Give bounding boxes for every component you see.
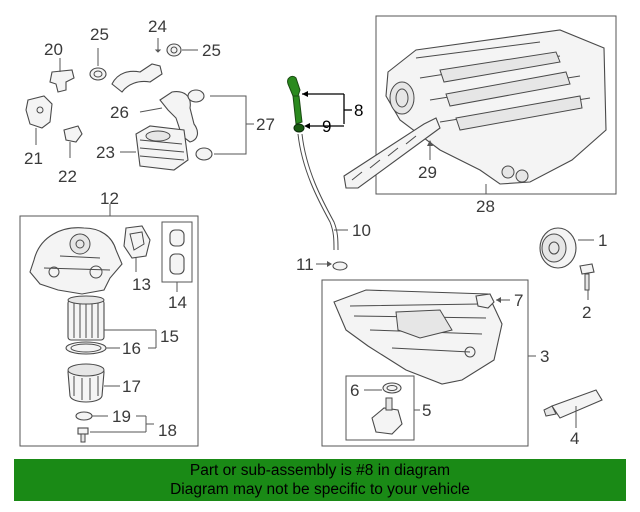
sensor-part-7 [475,293,510,309]
callout-18: 18 [158,421,177,440]
clamp-part-25a [89,48,107,81]
callout-9: 9 [322,117,331,136]
gasket-part-13 [123,225,151,272]
dipstick-tube-part-10 [297,133,348,251]
banner-line-1: Part or sub-assembly is #8 in diagram [189,462,451,479]
o-ring-part-16 [65,330,157,355]
bracket-part-20 [49,58,75,93]
callout-4: 4 [570,429,579,448]
callout-7: 7 [514,291,523,310]
gasket-part-29 [343,117,441,189]
callout-29: 29 [418,163,437,182]
o-ring-part-19 [75,411,146,421]
callout-15: 15 [160,327,179,346]
oil-pump-group-box [19,215,199,447]
callout-bracket-8-9 [302,91,352,129]
sensor-part-22 [63,125,83,158]
clamp-part-27b [195,147,213,161]
info-banner: Part or sub-assembly is #8 in diagram Di… [14,459,626,501]
callout-1: 1 [598,231,607,250]
callout-3: 3 [540,347,549,366]
oil-cooler-part-23 [120,125,189,171]
callout-13: 13 [132,275,151,294]
callout-2: 2 [582,303,591,322]
dipstick-handle-part-8 [287,75,305,133]
bolt-part-2 [579,263,595,300]
oil-pump-part-12 [29,227,123,295]
intake-manifold-box [375,15,617,195]
callout-24: 24 [148,17,167,36]
oil-filter-part-15 [67,295,156,341]
oil-level-sensor-box [345,375,420,441]
callout-12: 12 [100,189,119,208]
filter-housing-part-17 [67,363,120,403]
banner-line-2: Diagram may not be specific to your vehi… [170,481,470,498]
pulley-part-1 [539,227,594,269]
seal-kit-part-14 [161,221,193,292]
bracket-part-21 [25,95,53,145]
intake-manifold-part-28 [385,29,607,194]
callout-23: 23 [96,143,115,162]
callout-25b: 25 [202,41,221,60]
callout-25a: 25 [90,25,109,44]
callout-20: 20 [44,40,63,59]
callout-26: 26 [110,103,129,122]
callout-17: 17 [122,377,141,396]
callout-16: 16 [122,339,141,358]
callout-6: 6 [350,381,359,400]
callout-27: 27 [256,115,275,134]
clamp-part-25b [166,43,198,57]
callout-14: 14 [168,293,187,312]
sealant-tube-part-4 [543,389,603,428]
hose-part-26 [139,89,205,143]
bracket-27 [210,95,254,155]
callout-8: 8 [354,101,363,120]
callout-28: 28 [476,197,495,216]
bolt-part-18 [77,416,154,443]
seal-part-6 [364,382,402,394]
callout-19: 19 [112,407,131,426]
o-ring-part-11 [316,261,348,271]
callout-11: 11 [296,255,314,274]
callout-22: 22 [58,167,77,186]
callout-5: 5 [422,401,431,420]
oil-pan-part-3 [333,289,503,385]
hose-part-24 [111,38,163,93]
sensor-part-5 [371,397,403,435]
callout-10: 10 [352,221,371,240]
callout-21: 21 [24,149,43,168]
oil-pan-group-box [321,279,529,447]
